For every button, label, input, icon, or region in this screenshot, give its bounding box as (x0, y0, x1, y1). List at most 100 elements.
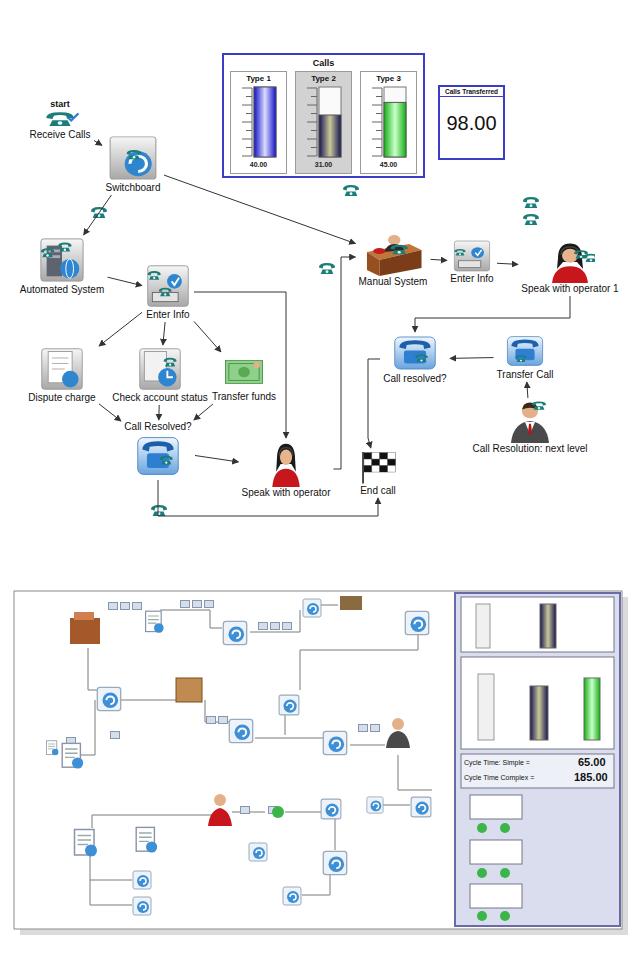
screenshot-flow-lines (80, 605, 432, 905)
step-icon-art-part (279, 448, 293, 457)
step-label: Dispute charge (28, 392, 95, 404)
step-icon-art-part (388, 459, 396, 465)
flow-connector (195, 455, 239, 461)
loose-call-tokens-part (523, 197, 539, 208)
gauge-tube-part (246, 96, 252, 97)
screenshot-process-icons-part (283, 887, 301, 905)
step-icon-art-part (388, 466, 396, 472)
step-label: Call Resolution: next level (472, 443, 587, 455)
screenshot-side-panel-part (477, 868, 487, 878)
gauge-value: 31.00 (315, 160, 333, 169)
screenshot-process-icons-part (97, 687, 120, 710)
step-icon (223, 353, 265, 391)
screenshot-process-icons-part (136, 827, 157, 852)
step-icon (145, 263, 191, 309)
stat-value: 185.00 (574, 771, 608, 784)
step-icon-art-part (272, 469, 299, 487)
screenshot-queue-chips-part (193, 601, 202, 608)
screenshot-flow-lines-part (350, 745, 385, 746)
step-icon-art-part (60, 259, 79, 278)
screenshot-process-icons-part (70, 618, 100, 644)
process-step: Speak with operator (239, 438, 334, 500)
gauge-tube-part (376, 147, 382, 148)
flow-connector (158, 405, 159, 420)
gauge-tube-part (307, 156, 317, 157)
gauge-tube-part (246, 130, 252, 131)
screenshot-process-icons-part (392, 718, 404, 730)
step-label: Call Resolved? (124, 421, 191, 433)
screenshot-side-panel-part (470, 884, 522, 908)
call-token (415, 354, 428, 362)
gauge-tube-part (254, 87, 276, 157)
step-icon-art-part (276, 444, 296, 472)
step-icon-art-part (528, 424, 532, 435)
screenshot-queue-chips-part (205, 601, 214, 608)
loose-call-tokens-part (523, 214, 539, 225)
process-step: Switchboard (102, 133, 164, 195)
loose-call-tokens-part (319, 263, 335, 274)
gauge-tube-part (242, 88, 252, 89)
flow-connector (108, 277, 143, 285)
screenshot-queue-chips-part (241, 807, 250, 814)
step-icon (392, 333, 438, 373)
screenshot-side-panel-part (500, 911, 510, 921)
screenshot-side-panel-part (530, 686, 548, 740)
step-icon-art-part (515, 349, 534, 361)
screenshot-side-panel-part (540, 604, 556, 648)
gauge-tube (364, 84, 414, 160)
screenshot-process-icons-part (133, 897, 151, 915)
process-step: End call (353, 448, 403, 498)
stat-label: Cycle Time Complex = (464, 774, 534, 782)
step-icon-art-part (226, 361, 263, 384)
chart-panel: CallsType 140.00Type 231.00Type 345.00 (222, 53, 425, 178)
gauge-tube-part (242, 139, 252, 140)
step-icon-art (137, 346, 183, 392)
screenshot-process-icons-part (176, 678, 202, 702)
screenshot-process-icons-part (386, 731, 410, 748)
screenshot-flow-lines-part (90, 880, 132, 905)
step-icon-art (223, 353, 265, 391)
screenshot-queue-chips-part (121, 603, 130, 610)
step-icon-art-part (552, 266, 588, 283)
flow-connector (84, 195, 112, 235)
step-icon-art (392, 333, 438, 373)
gauge-value: 40.00 (250, 160, 268, 169)
process-step: Speak with operator 1 (518, 238, 622, 296)
screenshot-queue-chips-part (181, 601, 190, 608)
step-icon-art-part (148, 266, 188, 306)
flow-connector (194, 321, 221, 352)
step-icon-art (452, 239, 492, 273)
screenshot-flow-lines-part (320, 605, 338, 606)
flow-connector (527, 382, 528, 398)
call-token (584, 254, 595, 262)
step-icon-art-part (62, 371, 79, 388)
step-icon-art-part (372, 466, 380, 472)
screenshot-process-icons-part (46, 741, 58, 755)
flow-connector (431, 259, 448, 260)
step-icon (38, 236, 86, 284)
gauge-column: Type 345.00 (360, 71, 417, 174)
screenshot-side-panel-part (476, 604, 490, 648)
counter-box: Calls Transferred98.00 (438, 85, 505, 160)
step-label: Automated System (20, 284, 104, 296)
step-icon-art (38, 236, 86, 284)
flow-connector (158, 480, 378, 516)
step-icon-art-part (525, 422, 535, 434)
screenshot-process-icons-part (272, 806, 284, 818)
step-icon-art-part (167, 274, 182, 289)
flow-connector (415, 296, 570, 332)
gauge-tube-part (316, 88, 317, 156)
step-icon-art-part (458, 261, 480, 268)
step-icon-art-part (471, 247, 484, 258)
screenshot-process-icons (46, 596, 431, 915)
step-icon-art-part (562, 249, 578, 263)
gauge-tube-part (254, 87, 276, 157)
screenshot-process-icons-part (75, 830, 98, 857)
step-icon-art-part (388, 453, 396, 459)
gauge-tube-part (376, 130, 382, 131)
call-token (390, 245, 408, 254)
gauge-tube-part (246, 113, 252, 114)
screenshot-process-icons-part (223, 621, 246, 644)
screenshot-side-panel-part (461, 657, 614, 749)
